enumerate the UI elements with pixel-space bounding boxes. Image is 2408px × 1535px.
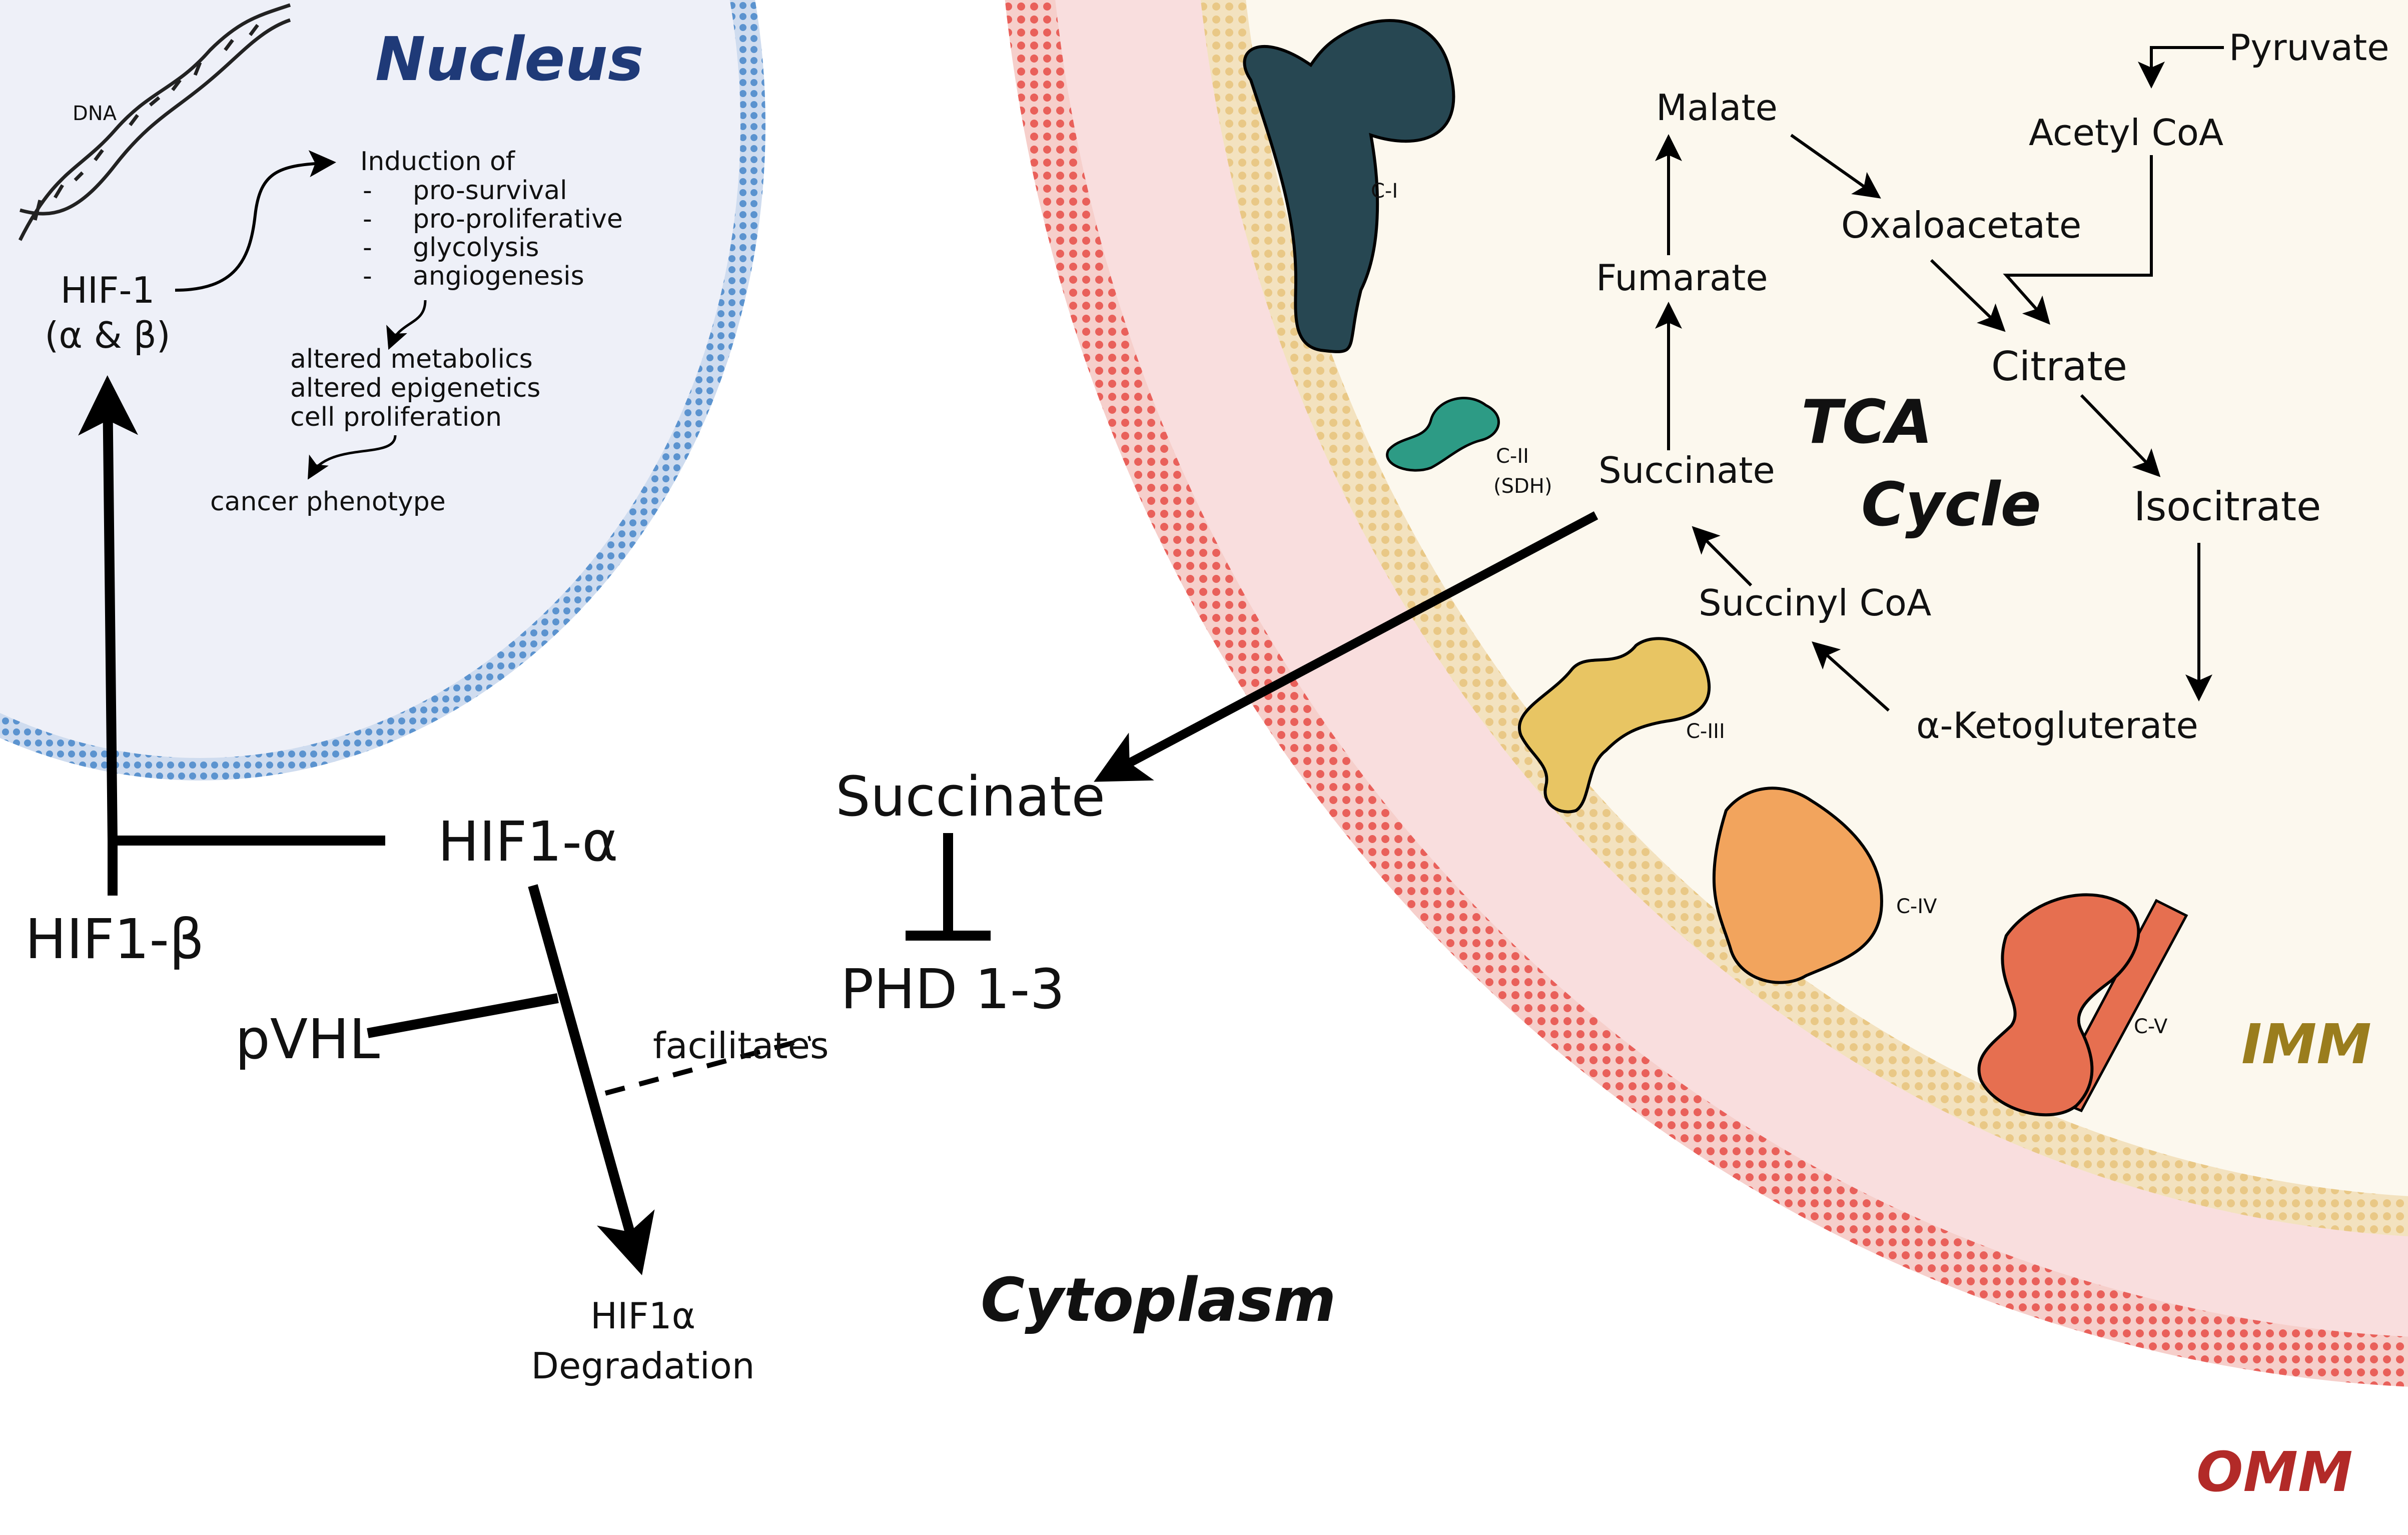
- complex-iv-label: C-IV: [1896, 895, 1937, 918]
- list-item: angiogenesis: [413, 261, 584, 291]
- altered-epigenetics-label: altered epigenetics: [290, 373, 540, 403]
- complex-v-label: C-V: [2134, 1015, 2168, 1038]
- succinyl-coa-label: Succinyl CoA: [1699, 582, 1931, 624]
- pvhl-label: pVHL: [235, 1007, 380, 1071]
- list-item: glycolysis: [413, 233, 539, 263]
- citrate-label: Citrate: [1991, 343, 2127, 390]
- nucleus-title: Nucleus: [375, 25, 643, 95]
- facilitates-label: facilitates: [653, 1025, 829, 1067]
- altered-metabolics-label: altered metabolics: [290, 344, 533, 374]
- list-item: pro-survival: [413, 176, 567, 206]
- hif1-translocation-arrow: [78, 375, 138, 841]
- isocitrate-label: Isocitrate: [2134, 483, 2321, 530]
- complex-iii-icon: [1518, 637, 1711, 814]
- list-item: pro-proliferative: [413, 204, 623, 234]
- complex-i-label: C-I: [1371, 180, 1398, 203]
- mitochondrial-matrix: [1246, 0, 2408, 1196]
- altered-phenotype-arrow: [308, 435, 397, 480]
- complex-ii-sdh-label: (SDH): [1493, 475, 1552, 498]
- imm-label: IMM: [2241, 1012, 2371, 1076]
- succinate-phd-inhibition: [906, 833, 991, 941]
- hif1-beta-label: HIF1-β: [25, 907, 204, 971]
- induction-list: - pro-survival - pro-proliferative - gly…: [363, 176, 623, 291]
- list-item: -: [363, 261, 372, 291]
- oxaloacetate-label: Oxaloacetate: [1841, 204, 2081, 246]
- succinate-cytoplasm-label: Succinate: [836, 764, 1105, 829]
- tca-title-line2: Cycle: [1861, 470, 2041, 540]
- fumarate-label: Fumarate: [1596, 257, 1768, 299]
- degradation-arrow: [528, 884, 655, 1275]
- hif1a-degradation-label: HIF1α: [590, 1295, 695, 1337]
- list-item: -: [363, 233, 372, 263]
- complex-i-icon: [1243, 19, 1455, 353]
- tca-arrows: [1655, 46, 2224, 712]
- complex-ii-icon: [1386, 397, 1500, 472]
- cell-proliferation-label: cell proliferation: [290, 402, 502, 432]
- pyruvate-label: Pyruvate: [2229, 27, 2389, 69]
- omm-label: OMM: [2196, 1440, 2352, 1504]
- complex-v-icon: [1977, 893, 2188, 1117]
- hif1-alpha-label: HIF1-α: [438, 810, 618, 874]
- induction-altered-arrow: [386, 300, 427, 350]
- succinate-matrix-label: Succinate: [1598, 449, 1775, 491]
- facilitates-dashed-line: [604, 1036, 812, 1096]
- induction-label: Induction of: [360, 147, 516, 177]
- hif1-assembly-lines: [108, 836, 385, 896]
- hif1a-degradation-text: Degradation: [531, 1345, 755, 1387]
- list-item: -: [363, 204, 372, 234]
- nucleus-interior: [0, 0, 740, 758]
- complex-ii-label: C-II: [1496, 445, 1529, 468]
- tca-title-line1: TCA: [1801, 388, 1933, 457]
- cytoplasm-label: Cytoplasm: [981, 1266, 1336, 1335]
- hif1-complex-label: HIF-1: [61, 269, 155, 311]
- hif1-complex-subunits: (α & β): [45, 314, 171, 356]
- list-item: -: [363, 176, 372, 206]
- dna-label: DNA: [73, 102, 117, 125]
- cancer-phenotype-label: cancer phenotype: [210, 487, 446, 517]
- phd-label: PHD 1-3: [841, 957, 1065, 1021]
- hif1-induction-arrow: [175, 150, 336, 292]
- succinate-export-arrow: [1094, 511, 1598, 782]
- ketoglutarate-label: α-Ketogluterate: [1916, 704, 2198, 746]
- pvhl-connector-line: [367, 993, 559, 1038]
- acetyl-coa-label: Acetyl CoA: [2029, 112, 2223, 154]
- malate-label: Malate: [1656, 87, 1778, 129]
- complex-iii-label: C-III: [1686, 720, 1725, 743]
- nucleus: [0, 0, 765, 781]
- dna-helix-icon: [18, 3, 291, 241]
- complex-iv-icon: [1712, 787, 1883, 984]
